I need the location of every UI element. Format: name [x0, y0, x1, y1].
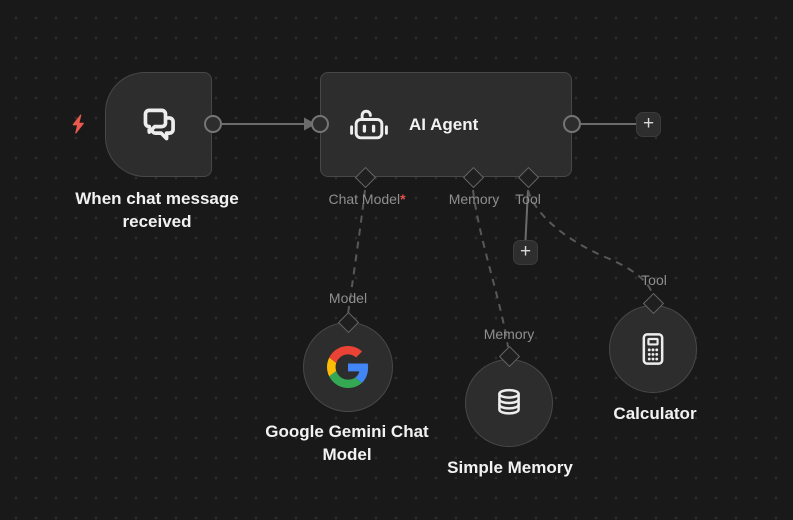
connection-arrowhead-icon: [304, 117, 316, 131]
node-google-gemini[interactable]: [303, 322, 393, 412]
agent-output-port[interactable]: [563, 115, 581, 133]
google-g-icon: [327, 346, 369, 388]
gemini-model-port-label: Model: [328, 290, 368, 306]
required-asterisk: *: [400, 191, 406, 207]
add-next-node-button[interactable]: +: [636, 112, 661, 137]
node-simple-memory[interactable]: [465, 359, 553, 447]
agent-node-title: AI Agent: [409, 114, 479, 134]
database-icon: [489, 383, 529, 423]
node-ai-agent[interactable]: AI Agent: [320, 72, 572, 177]
chat-model-port-label: Chat Model*: [328, 191, 406, 207]
agent-input-port[interactable]: [311, 115, 329, 133]
node-chat-trigger[interactable]: [105, 72, 212, 177]
robot-icon: [347, 103, 391, 147]
add-tool-button[interactable]: +: [513, 240, 538, 265]
calculator-icon: [633, 329, 673, 369]
gemini-node-label: Google Gemini Chat Model: [265, 422, 429, 464]
simple-memory-port-label: Memory: [483, 326, 535, 342]
calculator-node-label: Calculator: [613, 404, 697, 423]
memory-port-label: Memory: [448, 191, 500, 207]
connection-tool-to-add-tool-button[interactable]: [524, 189, 529, 241]
simple-memory-node-label: Simple Memory: [447, 458, 573, 477]
connection-tool-to-calculator[interactable]: [527, 189, 653, 294]
trigger-node-label: When chat message received: [75, 189, 239, 231]
node-calculator[interactable]: [609, 305, 697, 393]
calculator-port-label: Tool: [641, 272, 667, 288]
lightning-bolt-icon: [68, 113, 90, 135]
tool-port-label: Tool: [515, 191, 541, 207]
connection-memory-to-simple-memory[interactable]: [472, 189, 509, 348]
chat-bubbles-icon: [133, 99, 185, 151]
trigger-output-port[interactable]: [204, 115, 222, 133]
